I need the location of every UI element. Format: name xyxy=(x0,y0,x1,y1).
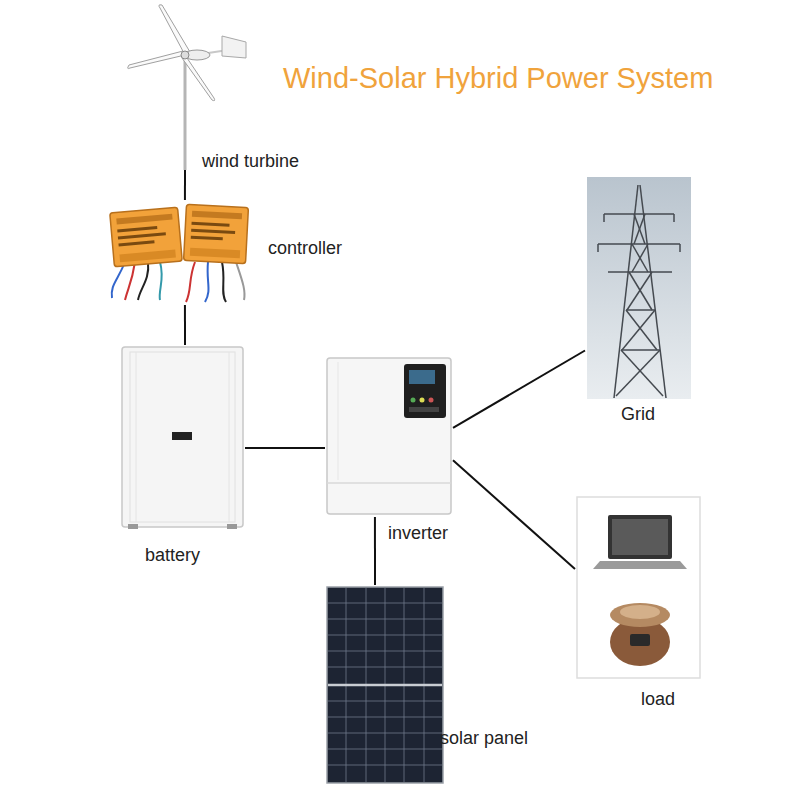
solar-panel-node: solar panel xyxy=(325,585,445,785)
controller-picture xyxy=(110,204,249,302)
wind-turbine-picture xyxy=(128,5,246,170)
battery-picture xyxy=(122,347,243,529)
battery-node: battery xyxy=(120,345,245,530)
component-label: wind turbine xyxy=(202,150,299,172)
connector-line xyxy=(374,517,375,585)
component-label: Grid xyxy=(621,403,655,425)
load-node: load xyxy=(575,495,702,680)
connector-line xyxy=(184,170,185,200)
inverter-picture xyxy=(327,358,451,514)
connector-line xyxy=(453,460,575,569)
load-picture xyxy=(577,497,700,678)
connector-line xyxy=(184,305,185,345)
connector-line xyxy=(453,351,585,428)
inverter-node: inverter xyxy=(325,355,453,517)
component-label: load xyxy=(641,688,675,710)
connector-line xyxy=(245,447,325,448)
solar-panel-picture xyxy=(327,587,443,783)
diagram-title: Wind-Solar Hybrid Power System xyxy=(283,60,713,96)
component-label: controller xyxy=(268,237,342,259)
component-label: battery xyxy=(145,544,200,566)
grid-tower-picture xyxy=(587,177,691,399)
component-label: solar panel xyxy=(440,727,528,749)
controller-node: controller xyxy=(105,200,255,305)
component-label: inverter xyxy=(388,522,448,544)
grid-node: Grid xyxy=(585,175,693,400)
wind-turbine-node: wind turbine xyxy=(125,10,245,170)
